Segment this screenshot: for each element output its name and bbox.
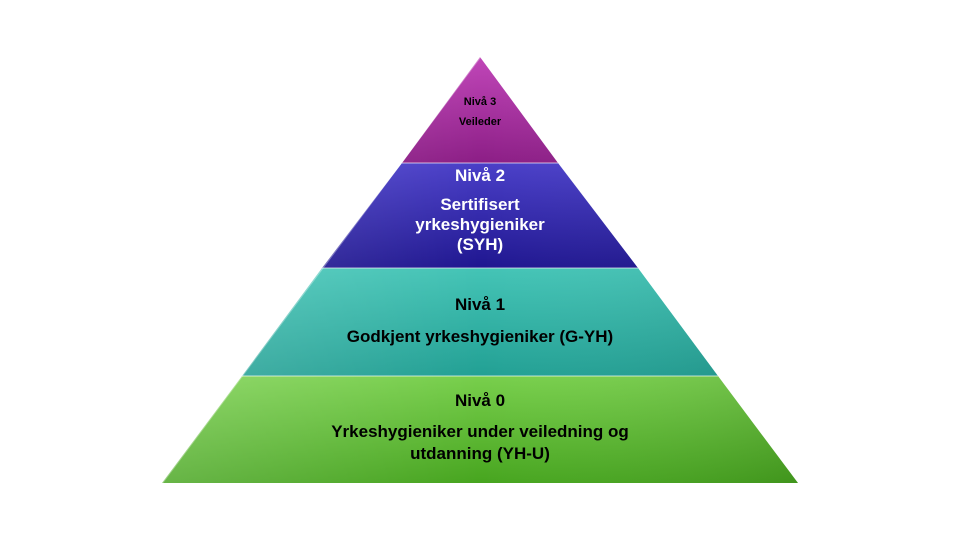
pyramid-shading — [162, 57, 798, 483]
level-3-label: Nivå 3 Veileder — [459, 92, 501, 132]
level-0-title-line: Yrkeshygieniker under veiledning og — [331, 422, 629, 441]
level-1-title: Godkjent yrkeshygieniker (G-YH) — [346, 327, 614, 346]
level-1-label: Nivå 1 Godkjent yrkeshygieniker (G-YH) — [347, 294, 613, 348]
level-0-title-line: utdanning (YH-U) — [410, 444, 550, 463]
level-2-label: Nivå 2 Sertifisert yrkeshygieniker (SYH) — [415, 166, 544, 255]
level-3-number: Nivå 3 — [463, 96, 497, 108]
level-1-number: Nivå 1 — [454, 295, 506, 314]
left-edge-highlight — [161, 56, 481, 484]
level-0-number: Nivå 0 — [454, 391, 506, 410]
level-0-label: Nivå 0 Yrkeshygieniker under veiledning … — [331, 390, 629, 465]
level-2-title-line: (SYH) — [456, 235, 504, 254]
level-2-title-line: yrkeshygieniker — [415, 215, 545, 234]
level-2-number: Nivå 2 — [454, 166, 506, 185]
level-2-title-line: Sertifisert — [440, 195, 520, 214]
level-3-title: Veileder — [458, 116, 502, 128]
